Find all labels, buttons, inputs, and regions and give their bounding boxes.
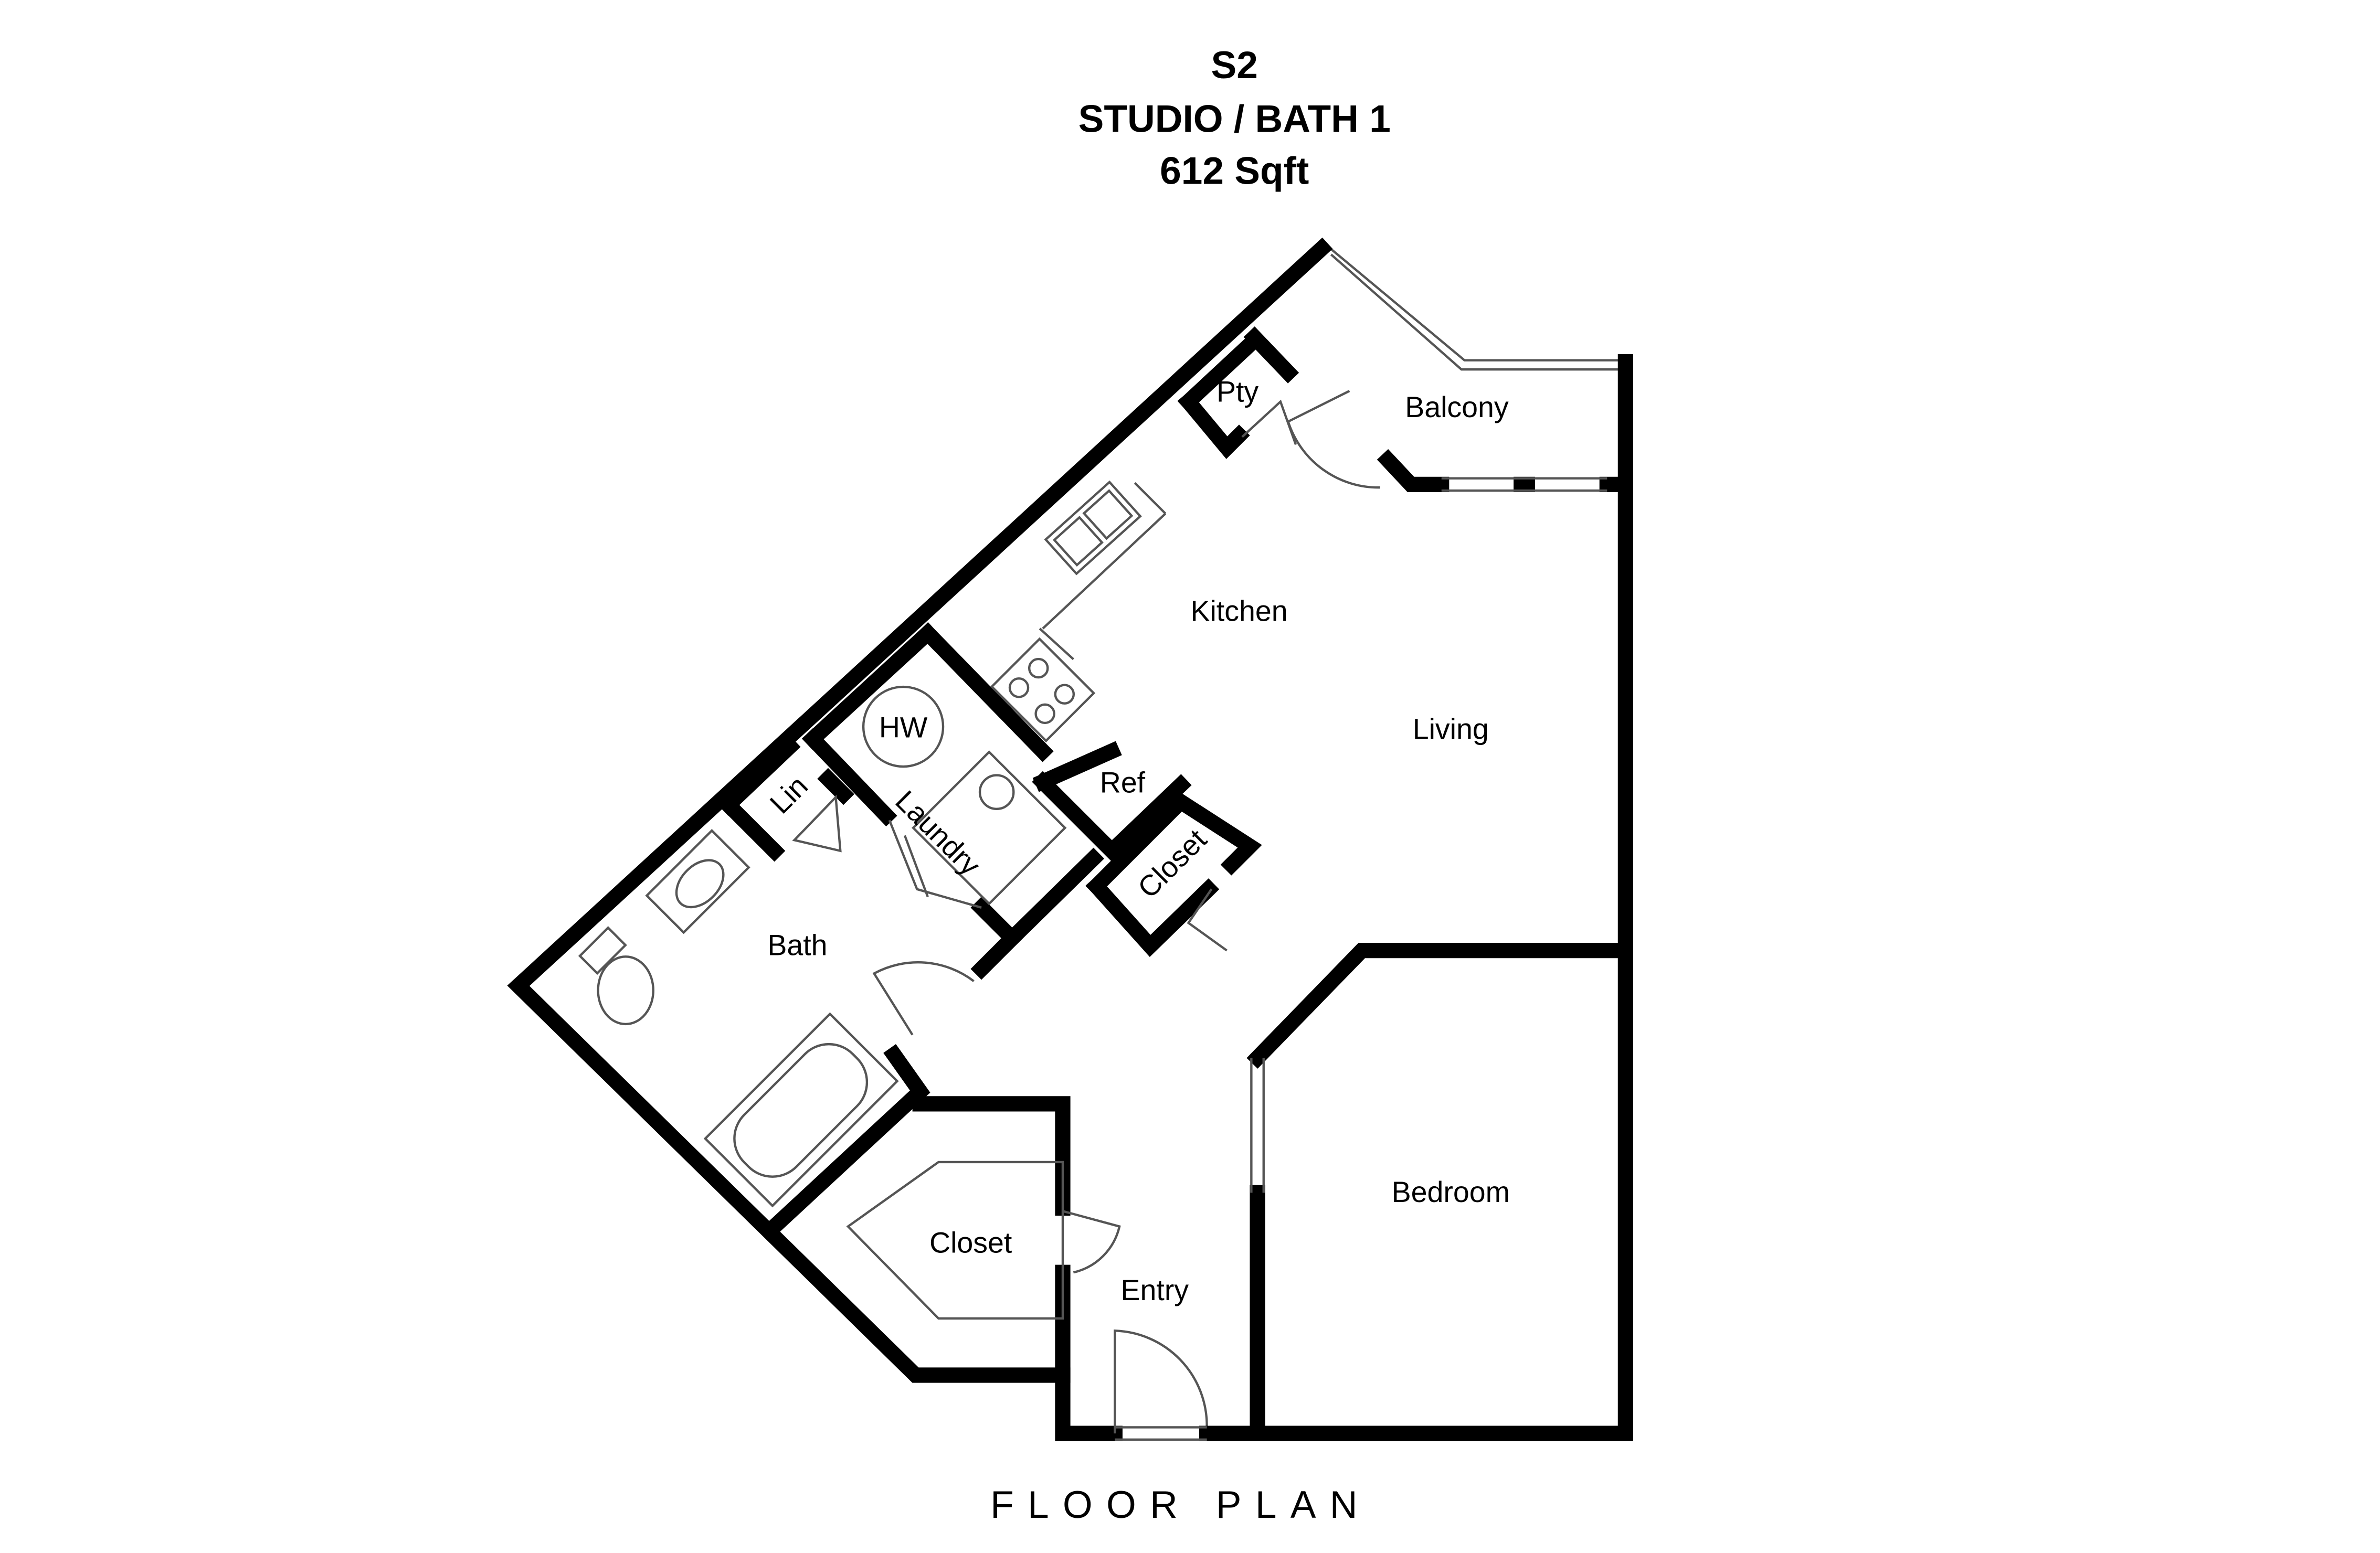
kitchen-sink xyxy=(1044,480,1142,576)
toilet xyxy=(578,926,654,1026)
doors xyxy=(792,390,1380,1434)
fixtures xyxy=(578,480,1167,1320)
label-bath: Bath xyxy=(767,929,827,961)
entry-door xyxy=(1114,1329,1208,1434)
balcony-door xyxy=(1287,390,1380,489)
label-bedroom: Bedroom xyxy=(1392,1176,1510,1208)
pantry-door xyxy=(1241,399,1297,445)
label-pantry: Pty xyxy=(1217,376,1258,408)
label-closet-large: Closet xyxy=(929,1226,1012,1259)
walls xyxy=(507,237,1633,1441)
unit-area: 612 Sqft xyxy=(1160,150,1309,193)
label-linen: Lin xyxy=(764,770,814,820)
bathtub xyxy=(703,1012,899,1208)
counter-edge xyxy=(1042,513,1167,630)
label-kitchen: Kitchen xyxy=(1190,594,1287,627)
label-water-heater: HW xyxy=(879,711,928,743)
small-closet-door xyxy=(1187,888,1228,952)
stove xyxy=(990,637,1096,743)
unit-name: S2 xyxy=(1211,44,1258,87)
closet-shelf xyxy=(846,1161,1064,1320)
bath-door xyxy=(872,961,975,1036)
label-entry: Entry xyxy=(1121,1274,1189,1306)
water-heater xyxy=(862,685,945,768)
unit-type: STUDIO / BATH 1 xyxy=(1078,98,1391,140)
balcony-outline xyxy=(1326,244,1629,371)
floor-plan-caption: FLOOR PLAN xyxy=(990,1484,1371,1526)
closet-door xyxy=(1062,1210,1121,1274)
laundry-door xyxy=(888,820,982,909)
washer-dryer xyxy=(911,750,1067,906)
linen-door xyxy=(792,794,842,853)
label-refrigerator: Ref xyxy=(1100,767,1146,799)
windows xyxy=(1115,477,1607,1441)
label-balcony: Balcony xyxy=(1405,391,1509,423)
bath-vanity xyxy=(645,828,750,934)
label-living: Living xyxy=(1413,712,1489,745)
